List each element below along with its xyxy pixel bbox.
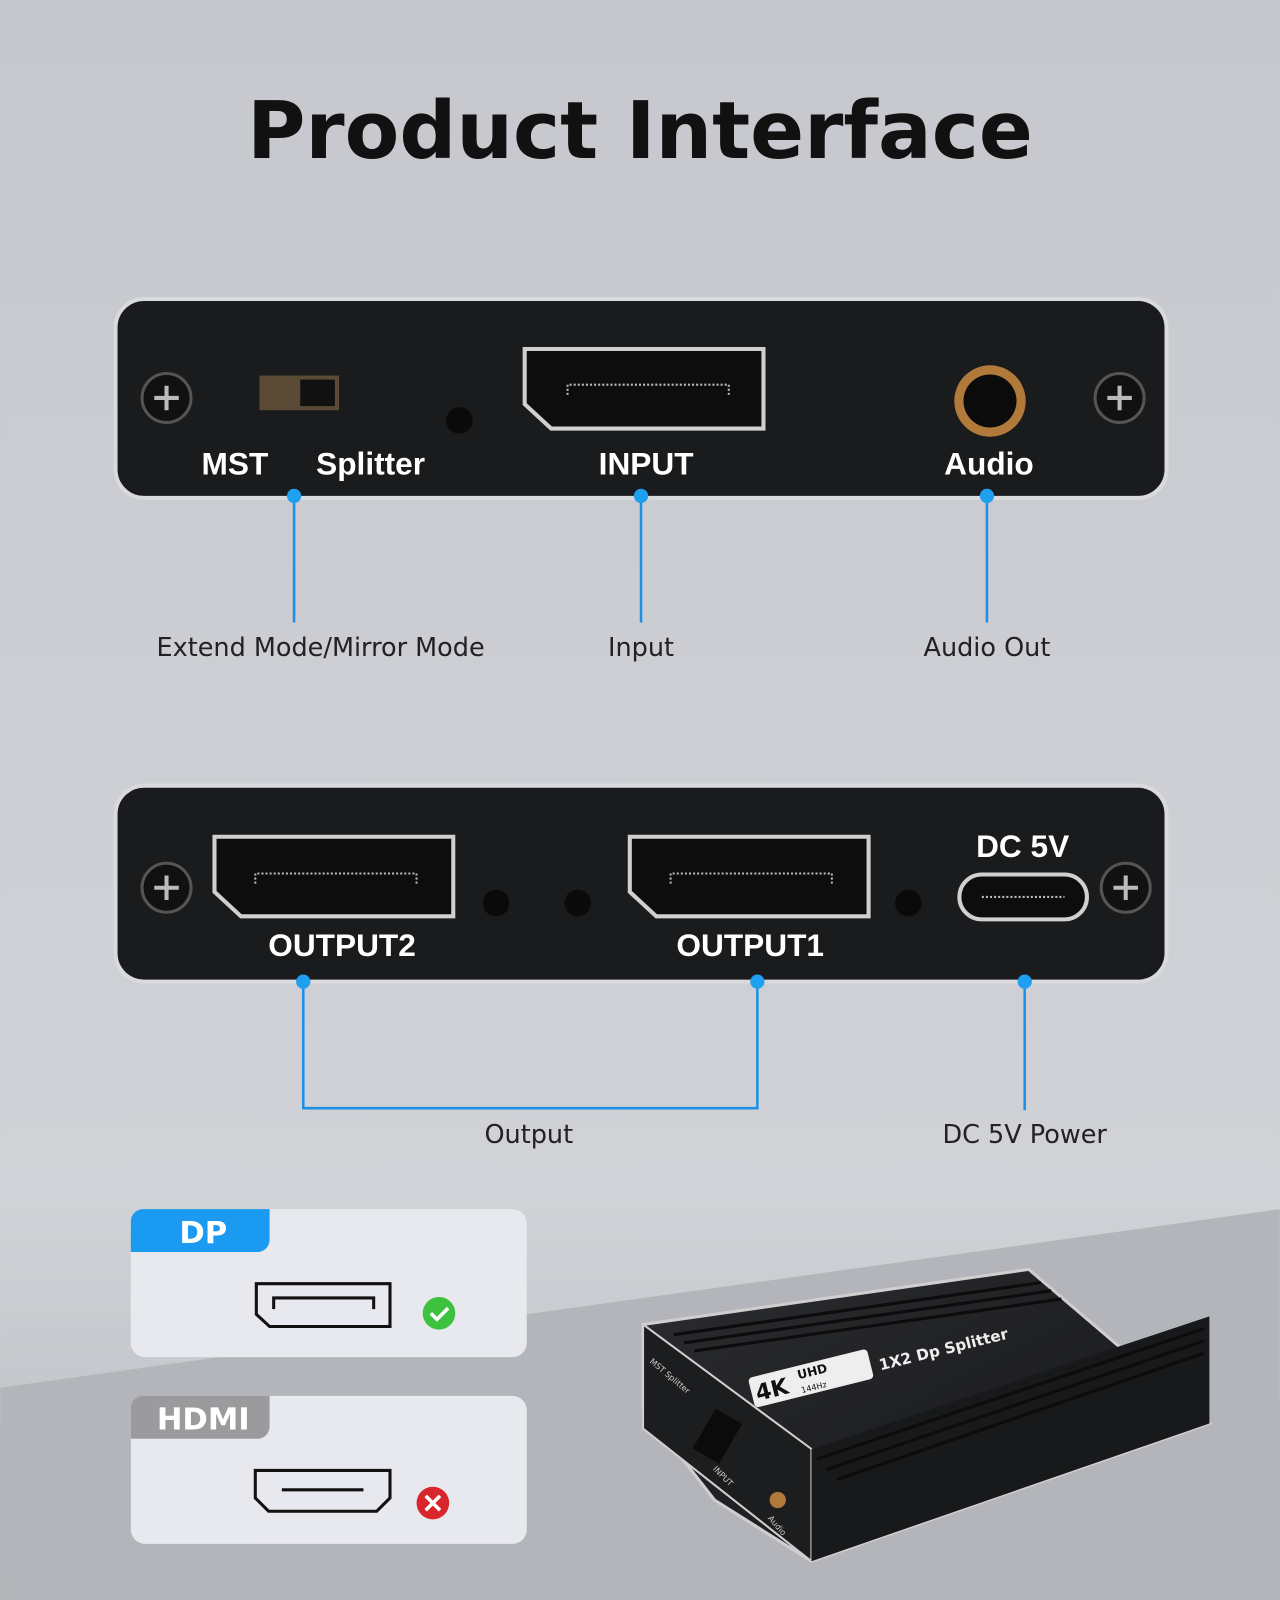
callout-power: DC 5V Power [942,1120,1107,1150]
label-audio: Audio [944,445,1034,481]
bottom-callout-lines [296,974,1032,1111]
callout-input: Input [608,633,674,663]
dp-port-icon [254,1282,392,1329]
label-mst: MST [202,445,269,481]
callout-mode: Extend Mode/Mirror Mode [157,633,485,663]
screw-icon [140,371,193,424]
callout-output: Output [484,1120,573,1150]
label-output2: OUTPUT2 [268,927,416,963]
screw-icon [1099,861,1152,914]
label-splitter: Splitter [316,445,425,481]
label-dc: DC 5V [976,828,1069,864]
hdmi-port-icon [253,1468,392,1513]
hdmi-tag-label: HDMI [157,1403,250,1438]
hdmi-compat-card: HDMI [130,1395,527,1544]
page-title: Product Interface [247,84,1033,177]
bottom-panel: DC 5V OUTPUT2 OUTPUT1 [113,783,1169,984]
dp-tag-label: DP [179,1216,227,1251]
dp-input-port [522,346,766,431]
dp-tag [130,1209,270,1253]
dp-output1-port [627,834,871,919]
label-input: INPUT [599,445,694,481]
splitter-device-photo: 4K UHD 144Hz 1X2 Dp Splitter MST Splitte… [641,1267,1213,1564]
hdmi-tag [130,1395,270,1439]
mode-switch [259,375,339,411]
cross-icon [416,1486,450,1520]
top-panel: MST Splitter INPUT Audio [113,296,1169,500]
top-callout-lines [286,488,995,623]
dp-output2-port [212,834,456,919]
screw-icon [1093,371,1146,424]
label-output1: OUTPUT1 [676,927,824,963]
led-hole [446,407,473,434]
callout-audio: Audio Out [924,633,1051,663]
check-icon [422,1296,456,1330]
dp-compat-card: DP [130,1209,527,1358]
audio-jack [954,365,1026,437]
screw-icon [140,861,193,914]
